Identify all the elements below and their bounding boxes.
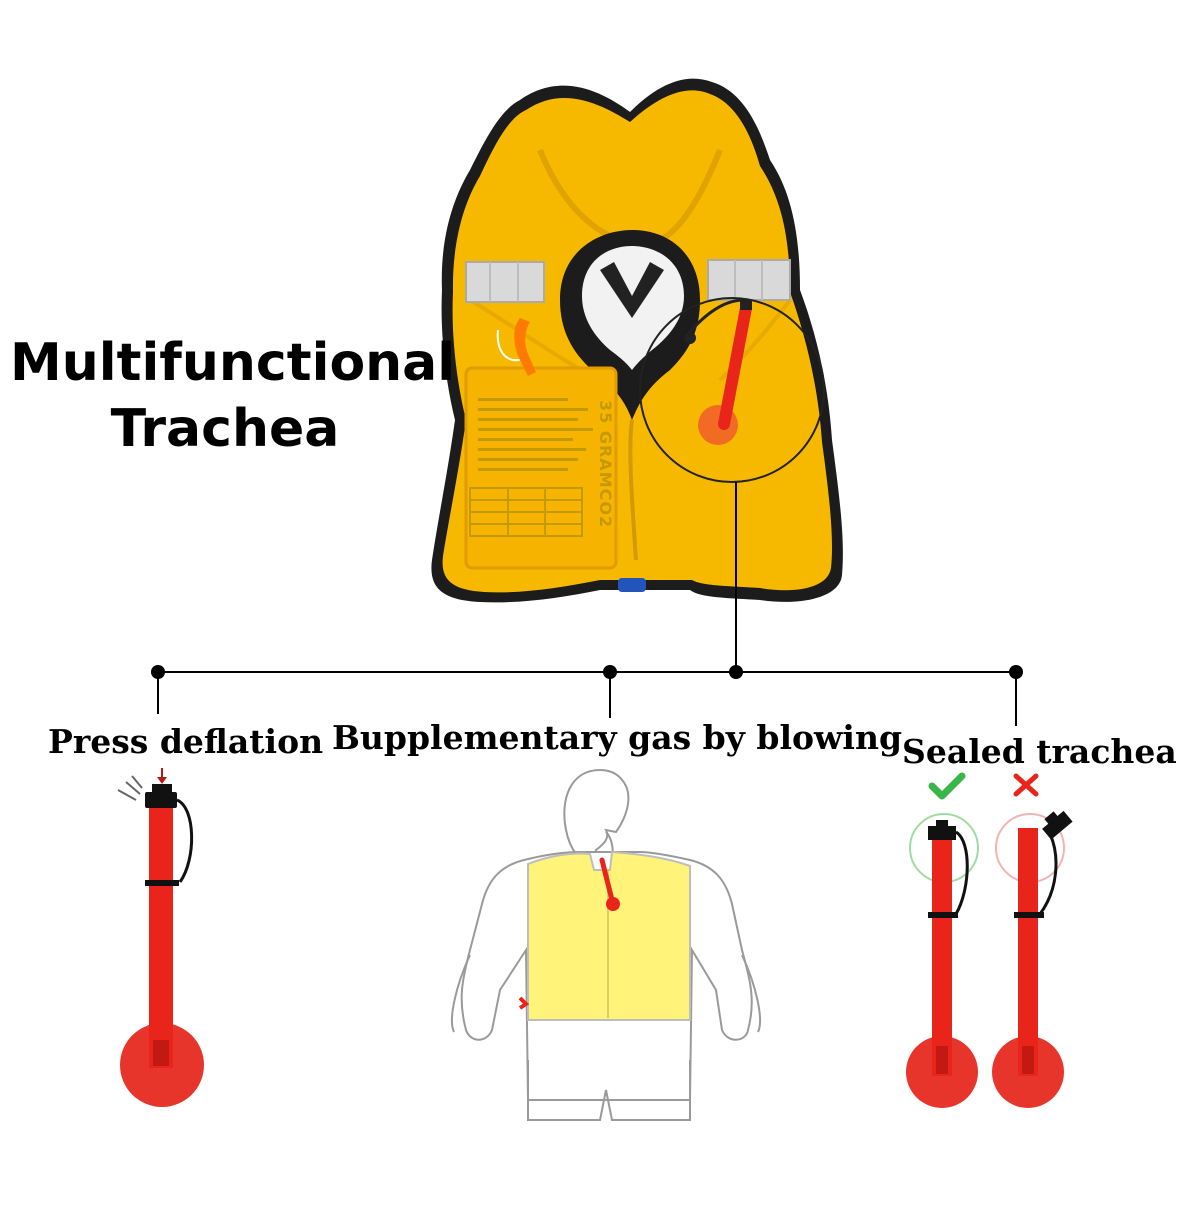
vest-printed-table xyxy=(469,487,583,537)
tube-base-joint xyxy=(936,1046,948,1074)
check-mark-icon xyxy=(928,772,966,800)
tube-body xyxy=(149,806,173,1068)
connector-node xyxy=(729,665,743,679)
tube-body xyxy=(1018,828,1038,1076)
person-shorts xyxy=(527,1060,691,1121)
person-vest xyxy=(518,850,691,1021)
press-deflation-tube xyxy=(117,768,204,1107)
tube-cap-top xyxy=(936,820,948,828)
vest-center-seam xyxy=(628,419,638,561)
tube-base-joint xyxy=(1022,1046,1034,1074)
canister-label: 35 GRAMCO2 xyxy=(596,400,615,528)
figure-oral-tube xyxy=(599,857,615,903)
sealed-tube-incorrect xyxy=(992,773,1073,1108)
label-supplementary-gas: Bupplementary gas by blowing xyxy=(332,718,903,757)
figure-tube-base xyxy=(606,897,620,911)
press-motion-lines-icon xyxy=(117,775,143,801)
tube-cap-cord xyxy=(1038,833,1058,915)
life-vest: 35 GRAMCO2 xyxy=(431,78,843,603)
title-line-2: Trachea xyxy=(110,399,340,459)
vest-oral-tube xyxy=(718,302,752,430)
tube-cap-open xyxy=(1042,810,1073,840)
tube-clip xyxy=(1014,912,1044,918)
vest-printed-instructions xyxy=(478,398,593,471)
label-sealed-trachea: Sealed trachea xyxy=(902,732,1177,771)
press-arrow-head-icon xyxy=(157,777,167,784)
vest-tube-mouthpiece xyxy=(740,300,752,310)
connector-tree xyxy=(151,482,1023,726)
tube-clip xyxy=(928,912,958,918)
tube-clip xyxy=(145,880,179,886)
vest-shading xyxy=(658,148,723,243)
label-press-deflation: Press deflation xyxy=(48,722,324,761)
vest-tube-cap-cord xyxy=(684,298,745,337)
reflective-strip-left xyxy=(465,261,545,303)
inflation-pull-tab xyxy=(514,318,536,376)
tube-cap xyxy=(145,792,177,808)
tube-cap-cord xyxy=(176,798,194,883)
vest-harness-strap xyxy=(600,262,664,318)
tube-cap xyxy=(928,826,956,840)
pull-cord xyxy=(496,329,521,362)
title-line-1: Multifunctional xyxy=(10,333,456,393)
vest-buckle xyxy=(618,578,646,592)
highlight-circle xyxy=(639,297,825,483)
tube-body xyxy=(932,836,952,1076)
page-title: Multifunctional Trachea xyxy=(10,330,456,462)
tube-base-joint xyxy=(153,1040,169,1066)
tube-cap-top xyxy=(152,784,172,794)
vest-tube-cap xyxy=(684,332,696,344)
figure-pull-tab xyxy=(518,996,530,1010)
reflective-strip-right xyxy=(707,259,791,301)
person-head xyxy=(563,768,630,868)
tube-cap-cord xyxy=(954,830,969,915)
sealed-tube-correct xyxy=(906,772,979,1108)
cross-mark-icon xyxy=(1013,773,1039,797)
